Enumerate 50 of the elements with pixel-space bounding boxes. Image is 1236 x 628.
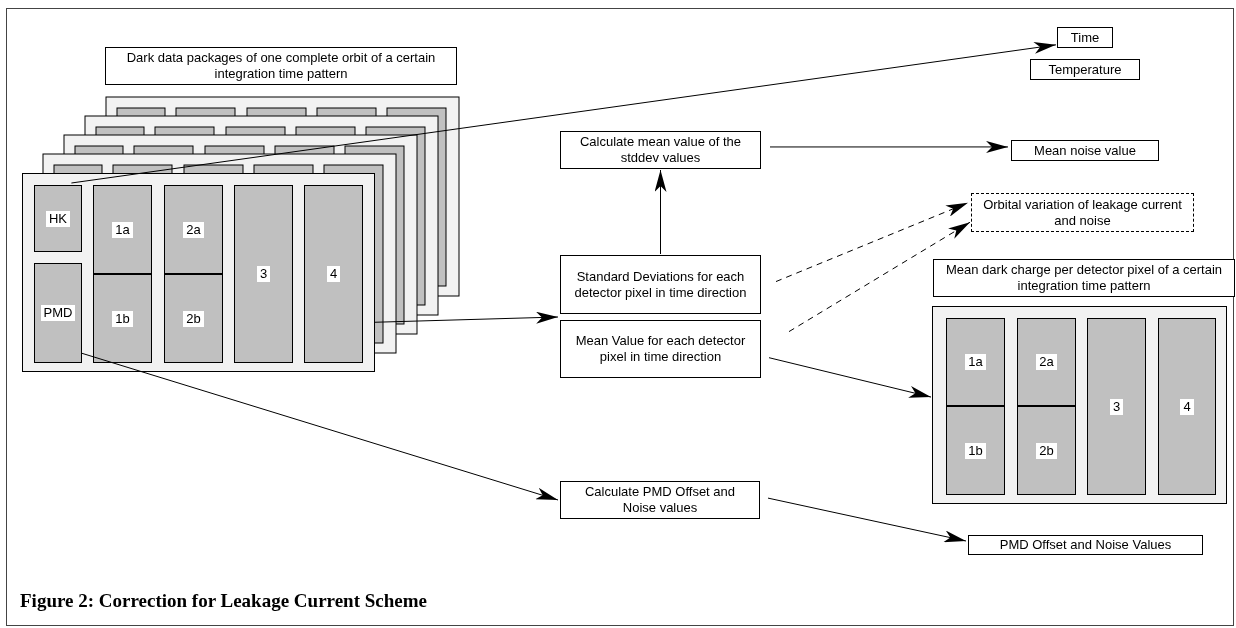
text-box: Standard Deviations for each detector pixel in time direction: [560, 255, 761, 314]
text-box: Mean dark charge per detector pixel of a certain integration time pattern: [933, 259, 1235, 297]
text-box: Calculate mean value of the stddev values: [560, 131, 761, 169]
data-package-panel: [22, 173, 375, 372]
detector-segment: [93, 185, 152, 274]
segment-label: 2a: [1036, 354, 1057, 370]
result-box: Orbital variation of leakage current and noise: [971, 193, 1194, 232]
segment-label: 1a: [112, 221, 133, 238]
segment-label: HK: [45, 210, 71, 227]
segment-label: 1a: [965, 354, 986, 370]
segment-label: 1b: [112, 310, 133, 327]
segment-label: 2a: [183, 221, 204, 238]
detector-segment: [34, 263, 82, 363]
segment-label: 3: [1109, 398, 1124, 415]
segment-label: PMD: [40, 305, 76, 321]
arrow: [768, 357, 932, 398]
detector-segment: [34, 185, 82, 252]
arrow: [769, 140, 1009, 153]
text-box: Mean Value for each detector pixel in time direction: [560, 320, 761, 378]
arrow: [767, 497, 967, 543]
segment-label: 3: [256, 266, 271, 282]
text-box: PMD Offset and Noise Values: [968, 535, 1203, 555]
segment-label: 2b: [183, 310, 204, 327]
segment-label: 4: [326, 266, 341, 282]
arrow: [80, 352, 559, 501]
arrow: [775, 202, 969, 283]
text-box: Calculate PMD Offset and Noise values: [560, 481, 760, 519]
text-box: Mean noise value: [1011, 140, 1159, 161]
detector-segment: [1017, 406, 1076, 495]
text-box: Dark data packages of one complete orbit of a certain integration time pattern: [105, 47, 457, 85]
segment-label: 2b: [1036, 442, 1057, 459]
detector-segment: [234, 185, 293, 363]
detector-segment: [164, 274, 223, 363]
text-box: Temperature: [1030, 59, 1140, 80]
arrow: [374, 311, 559, 324]
detector-segment: [304, 185, 363, 363]
detector-segment: [164, 185, 223, 274]
detector-segment: [946, 406, 1005, 495]
text-box: Time: [1057, 27, 1113, 48]
detector-segment: [1158, 318, 1216, 495]
figure-caption: Figure 2: Correction for Leakage Current Scheme: [20, 590, 427, 612]
segment-label: 4: [1180, 398, 1194, 415]
arrow: [788, 221, 971, 333]
detector-segment: [946, 318, 1005, 406]
detector-segment: [1017, 318, 1076, 406]
detector-segment: [1087, 318, 1146, 495]
arrow: [654, 169, 667, 255]
segment-label: 1b: [965, 442, 986, 459]
detector-segment: [93, 274, 152, 363]
data-package-panel: [932, 306, 1227, 504]
